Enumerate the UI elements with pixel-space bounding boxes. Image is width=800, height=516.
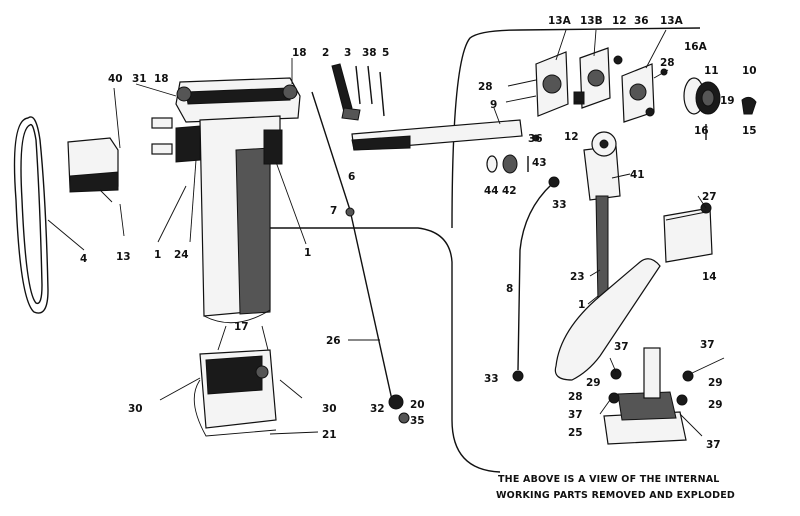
label-13: 13 bbox=[116, 251, 131, 263]
label-23: 23 bbox=[570, 271, 585, 283]
label-37-b: 37 bbox=[700, 339, 715, 351]
label-18-right: 18 bbox=[292, 47, 307, 59]
tube-fitting-top bbox=[548, 176, 560, 188]
label-43: 43 bbox=[532, 157, 547, 169]
label-28-right: 28 bbox=[660, 57, 675, 69]
caption-line-2: WORKING PARTS REMOVED AND EXPLODED bbox=[496, 490, 735, 501]
side-plates bbox=[535, 47, 668, 123]
base-plate-assembly bbox=[603, 347, 694, 445]
label-9: 9 bbox=[490, 99, 497, 111]
label-31: 31 bbox=[132, 73, 147, 85]
label-28-left: 28 bbox=[478, 81, 493, 93]
label-15: 15 bbox=[742, 125, 757, 137]
label-8-rod: 8 bbox=[506, 283, 513, 295]
label-37-d: 37 bbox=[706, 439, 721, 451]
bobbin-block bbox=[663, 202, 713, 263]
label-37-a: 37 bbox=[614, 341, 629, 353]
fastener-group bbox=[486, 91, 585, 174]
drive-belt bbox=[13, 116, 49, 314]
label-28-base: 28 bbox=[568, 391, 583, 403]
label-29-right: 29 bbox=[708, 377, 723, 389]
label-3: 3 bbox=[344, 47, 351, 59]
label-18-left: 18 bbox=[154, 73, 169, 85]
label-44: 44 bbox=[484, 185, 499, 197]
exploded-needle-bar bbox=[554, 131, 661, 381]
label-38: 38 bbox=[362, 47, 377, 59]
label-17: 17 bbox=[234, 321, 249, 333]
label-36-mid: 36 bbox=[528, 133, 543, 145]
label-12-mid: 12 bbox=[564, 131, 579, 143]
label-16: 16 bbox=[694, 125, 709, 137]
label-12-top: 12 bbox=[612, 15, 627, 27]
label-33-top: 33 bbox=[552, 199, 567, 211]
belt-guard bbox=[67, 137, 119, 203]
label-16a: 16A bbox=[684, 41, 708, 53]
bent-oil-tube bbox=[517, 183, 553, 371]
label-2: 2 bbox=[322, 47, 329, 59]
label-4: 4 bbox=[80, 253, 87, 265]
label-13a-right: 13A bbox=[660, 15, 684, 27]
label-10: 10 bbox=[742, 65, 757, 77]
pulley-assembly bbox=[683, 77, 757, 140]
label-30-right: 30 bbox=[322, 403, 337, 415]
label-14: 14 bbox=[702, 271, 717, 283]
label-11: 11 bbox=[704, 65, 719, 77]
label-29-low: 29 bbox=[708, 399, 723, 411]
label-37-c: 37 bbox=[568, 409, 583, 421]
label-13a-left: 13A bbox=[548, 15, 572, 27]
leader-lines bbox=[47, 29, 725, 437]
main-housing-tube bbox=[199, 115, 283, 324]
label-29-left: 29 bbox=[586, 377, 601, 389]
drive-shaft bbox=[351, 119, 523, 151]
label-36-top: 36 bbox=[634, 15, 649, 27]
label-25: 25 bbox=[568, 427, 583, 439]
label-19: 19 bbox=[720, 95, 735, 107]
motor-head-assembly bbox=[151, 77, 301, 163]
label-27: 27 bbox=[702, 191, 717, 203]
label-20: 20 bbox=[410, 399, 425, 411]
tube-fitting-bottom bbox=[512, 370, 524, 382]
label-21: 21 bbox=[322, 429, 337, 441]
label-13b: 13B bbox=[580, 15, 603, 27]
label-42: 42 bbox=[502, 185, 517, 197]
small-linkage-parts bbox=[331, 63, 385, 121]
section-divider-line bbox=[268, 27, 701, 473]
label-1-right: 1 bbox=[578, 299, 585, 311]
label-40: 40 bbox=[108, 73, 123, 85]
label-30-left: 30 bbox=[128, 403, 143, 415]
label-41: 41 bbox=[630, 169, 645, 181]
label-35: 35 bbox=[410, 415, 425, 427]
label-32: 32 bbox=[370, 403, 385, 415]
caption-line-1: THE ABOVE IS A VIEW OF THE INTERNAL bbox=[498, 474, 720, 485]
label-6: 6 bbox=[348, 171, 355, 183]
label-33-bottom: 33 bbox=[484, 373, 499, 385]
rod-assembly bbox=[311, 91, 410, 424]
label-26: 26 bbox=[326, 335, 341, 347]
label-7: 7 bbox=[330, 205, 337, 217]
label-5: 5 bbox=[382, 47, 389, 59]
shoe-assembly bbox=[193, 349, 277, 437]
label-1-tube: 1 bbox=[304, 247, 311, 259]
label-24: 24 bbox=[174, 249, 189, 261]
label-1-left: 1 bbox=[154, 249, 161, 261]
